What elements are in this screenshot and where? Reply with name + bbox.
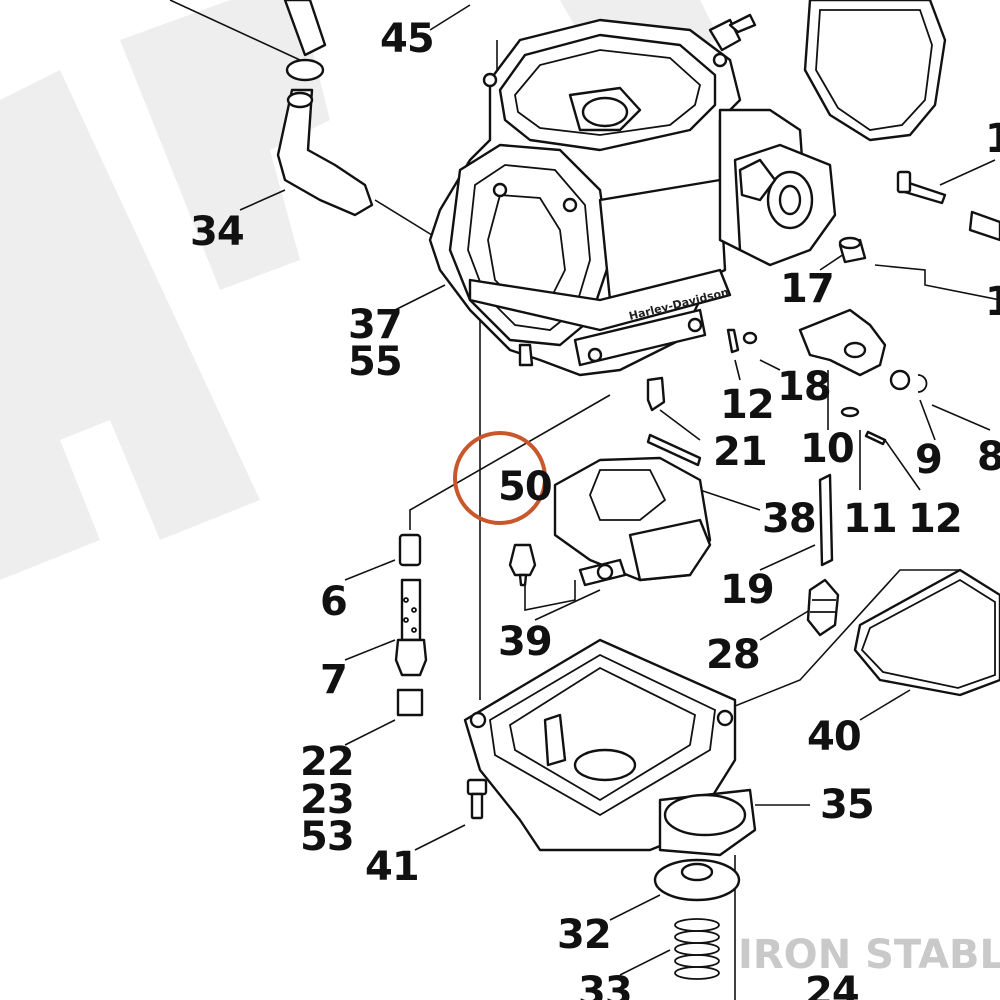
callout-1-lower: 1 <box>985 279 1000 325</box>
callout-37: 37 <box>348 302 402 348</box>
callout-19: 19 <box>720 567 774 613</box>
carburetor-body: Harley-Davidson <box>428 13 837 377</box>
pump-boot-and-rod <box>806 473 840 637</box>
callout-53: 53 <box>300 814 354 860</box>
callout-7: 7 <box>320 657 347 703</box>
callout-34: 34 <box>190 209 244 255</box>
throttle-linkage-parts <box>646 170 1000 467</box>
callout-22: 22 <box>300 739 354 785</box>
callout-21: 21 <box>713 429 767 475</box>
callout-38: 38 <box>762 496 816 542</box>
highlight-circle <box>453 431 547 525</box>
callout-35: 35 <box>820 782 874 828</box>
bowl-screw <box>466 778 488 820</box>
callout-28: 28 <box>706 632 760 678</box>
callout-9: 9 <box>915 437 942 483</box>
fuel-hose-fitting <box>276 0 374 217</box>
jet-stack <box>394 533 428 717</box>
float-bowl-gasket <box>853 568 1000 697</box>
callout-6: 6 <box>320 579 347 625</box>
callout-1-upper: 1 <box>985 116 1000 162</box>
float-assembly <box>553 456 712 587</box>
pump-diaphragm <box>653 858 741 902</box>
callout-10: 10 <box>800 426 854 472</box>
callout-40: 40 <box>807 714 861 760</box>
callout-55: 55 <box>348 339 402 385</box>
callout-50: 50 <box>498 464 552 510</box>
float-bowl <box>463 638 757 857</box>
callout-12-lower: 12 <box>908 496 962 542</box>
callout-33: 33 <box>578 969 632 1000</box>
callout-39: 39 <box>498 619 552 665</box>
callout-23: 23 <box>300 777 354 823</box>
callout-17: 17 <box>780 266 834 312</box>
callout-41: 41 <box>365 844 419 890</box>
callout-12-upper: 12 <box>720 382 774 428</box>
air-cleaner-gasket-ring <box>803 0 947 142</box>
callout-8: 8 <box>977 434 1000 480</box>
callout-45: 45 <box>380 16 434 62</box>
callout-18: 18 <box>777 364 831 410</box>
callout-24: 24 <box>805 969 859 1000</box>
callout-labels: 45 34 37 55 17 12 18 21 10 9 8 50 38 11 … <box>190 16 1000 1000</box>
pump-spring <box>674 918 720 980</box>
background-watermark <box>0 0 720 580</box>
brand-watermark: IRON STABLE <box>738 932 1000 978</box>
callout-11: 11 <box>843 496 897 542</box>
callout-32: 32 <box>557 912 611 958</box>
float-needle-valve <box>508 543 537 587</box>
